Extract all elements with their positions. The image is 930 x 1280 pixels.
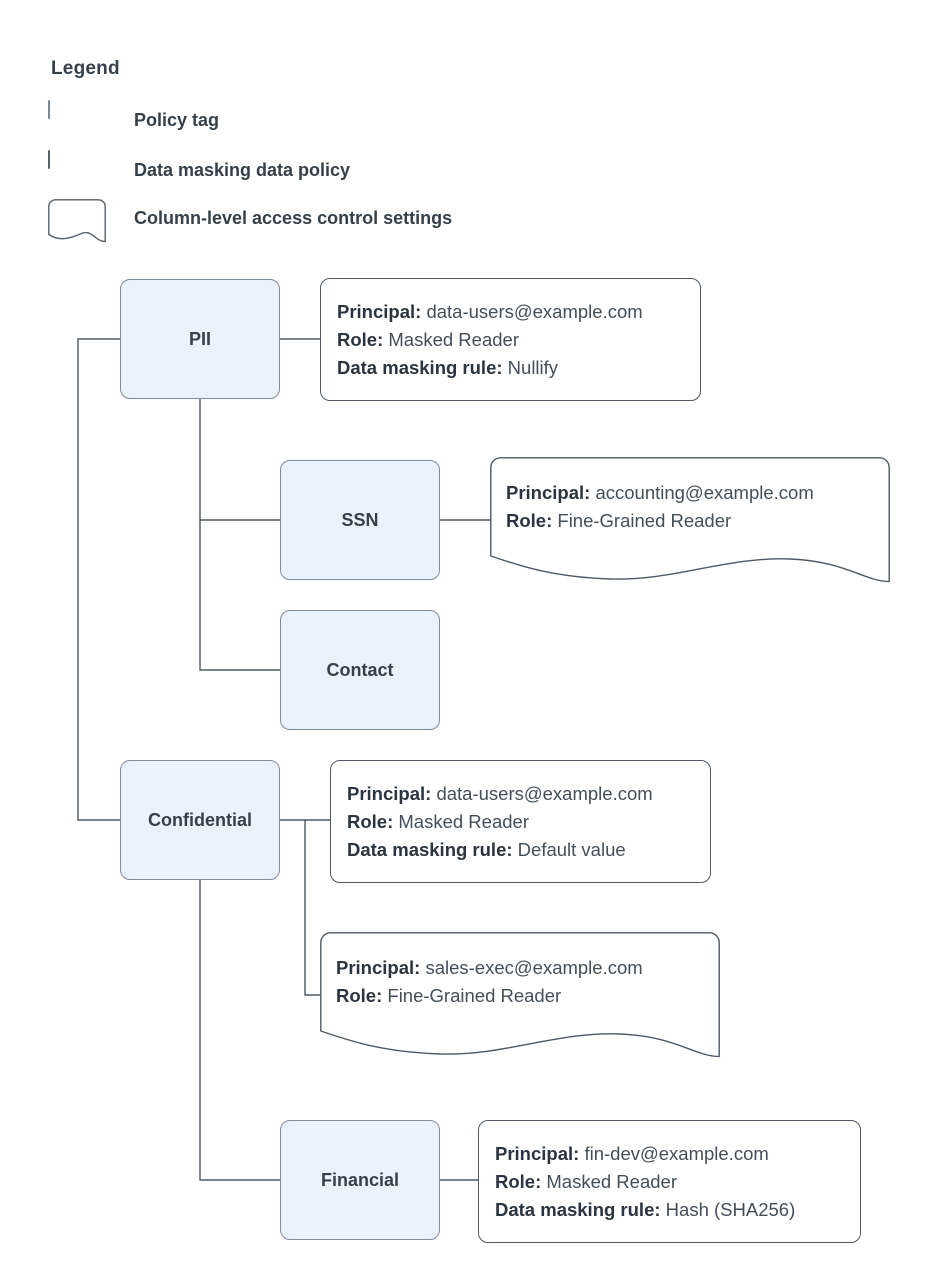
card-financial-principal-line: Principal: fin-dev@example.com: [495, 1140, 844, 1168]
legend-item-column-access-control: Column-level access control settings: [48, 196, 453, 243]
node-ssn[interactable]: SSN: [280, 460, 440, 580]
label-role: Role:: [495, 1170, 542, 1192]
label-role: Role:: [337, 328, 384, 350]
legend-swatch-data-masking-policy: [48, 150, 106, 189]
value-principal: data-users@example.com: [426, 300, 643, 322]
value-role: Masked Reader: [398, 810, 529, 832]
card-confidential-principal-line: Principal: data-users@example.com: [347, 780, 694, 808]
value-role: Masked Reader: [388, 328, 519, 350]
card-pii-masking-rule-line: Data masking rule: Nullify: [337, 354, 684, 382]
connector-pii-to-contact: [199, 519, 281, 671]
card-financial-data-masking-policy[interactable]: Principal: fin-dev@example.com Role: Mas…: [478, 1120, 861, 1243]
value-role: Fine-Grained Reader: [387, 985, 562, 1006]
connector-root-spine: [77, 338, 121, 821]
card-confidential-data-masking-policy[interactable]: Principal: data-users@example.com Role: …: [330, 760, 711, 883]
value-principal: accounting@example.com: [595, 482, 814, 503]
label-principal: Principal:: [495, 1142, 580, 1164]
node-financial-label: Financial: [320, 1169, 400, 1190]
legend-label-policy-tag: Policy tag: [134, 109, 220, 130]
legend-label-column-access-control: Column-level access control settings: [134, 207, 453, 228]
connector-pii-to-ssn: [199, 398, 281, 521]
label-principal: Principal:: [337, 300, 422, 322]
card-pii-principal-line: Principal: data-users@example.com: [337, 298, 684, 326]
card-confidential-acl-principal-line: Principal: sales-exec@example.com: [336, 954, 704, 982]
value-masking-rule: Hash (SHA256): [665, 1198, 796, 1220]
label-masking-rule: Data masking rule:: [347, 838, 513, 860]
node-ssn-label: SSN: [341, 509, 379, 530]
connector-confidential-to-acl-card: [304, 819, 321, 996]
card-ssn-role-line: Role: Fine-Grained Reader: [506, 507, 874, 535]
card-confidential-role-line: Role: Masked Reader: [347, 808, 694, 836]
label-role: Role:: [506, 510, 553, 531]
node-contact-label: Contact: [326, 659, 394, 680]
node-confidential[interactable]: Confidential: [120, 760, 280, 880]
connector-confidential-to-financial: [199, 879, 281, 1181]
node-contact[interactable]: Contact: [280, 610, 440, 730]
legend-title: Legend: [51, 58, 120, 79]
label-masking-rule: Data masking rule:: [495, 1198, 661, 1220]
card-confidential-masking-rule-line: Data masking rule: Default value: [347, 836, 694, 864]
label-principal: Principal:: [506, 482, 591, 503]
card-ssn-column-access-control[interactable]: Principal: accounting@example.com Role: …: [490, 457, 890, 583]
legend-swatch-column-access-control: [48, 199, 106, 243]
legend-item-policy-tag: Policy tag: [48, 98, 219, 142]
value-principal: data-users@example.com: [436, 782, 653, 804]
value-masking-rule: Nullify: [507, 356, 559, 378]
card-pii-data-masking-policy[interactable]: Principal: data-users@example.com Role: …: [320, 278, 701, 401]
node-confidential-label: Confidential: [148, 809, 252, 830]
label-role: Role:: [347, 810, 394, 832]
value-principal: sales-exec@example.com: [425, 957, 643, 978]
card-pii-role-line: Role: Masked Reader: [337, 326, 684, 354]
label-principal: Principal:: [347, 782, 432, 804]
legend-swatch-policy-tag: [48, 100, 106, 139]
card-ssn-principal-line: Principal: accounting@example.com: [506, 479, 874, 507]
legend-label-data-masking-policy: Data masking data policy: [134, 159, 351, 180]
card-confidential-column-access-control[interactable]: Principal: sales-exec@example.com Role: …: [320, 932, 720, 1058]
value-role: Masked Reader: [546, 1170, 677, 1192]
value-masking-rule: Default value: [517, 838, 626, 860]
node-pii[interactable]: PII: [120, 279, 280, 399]
label-role: Role:: [336, 985, 383, 1006]
value-principal: fin-dev@example.com: [584, 1142, 769, 1164]
value-role: Fine-Grained Reader: [557, 510, 732, 531]
card-financial-role-line: Role: Masked Reader: [495, 1168, 844, 1196]
label-masking-rule: Data masking rule:: [337, 356, 503, 378]
node-pii-label: PII: [188, 328, 211, 349]
card-confidential-acl-role-line: Role: Fine-Grained Reader: [336, 982, 704, 1010]
card-financial-masking-rule-line: Data masking rule: Hash (SHA256): [495, 1196, 844, 1224]
node-financial[interactable]: Financial: [280, 1120, 440, 1240]
legend-item-data-masking-policy: Data masking data policy: [48, 148, 350, 192]
label-principal: Principal:: [336, 957, 421, 978]
